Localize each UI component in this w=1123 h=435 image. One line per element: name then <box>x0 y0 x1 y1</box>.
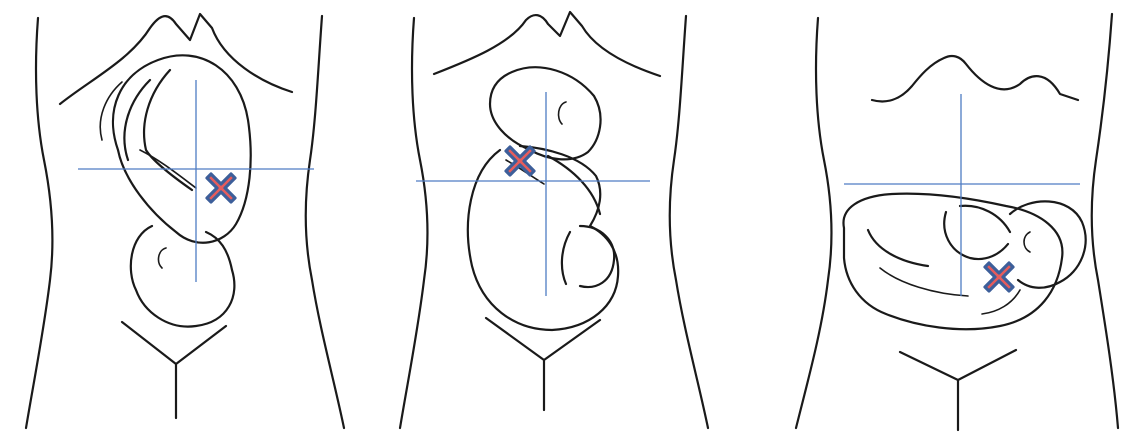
fetus-ear-2 <box>559 102 566 124</box>
torso-right-outline <box>670 16 708 428</box>
fetus-legs <box>548 156 614 287</box>
torso-right-outline <box>1092 14 1118 428</box>
groin-lines <box>122 322 226 418</box>
panel-breech <box>26 14 344 428</box>
fetus-body <box>468 146 618 330</box>
fetus-body <box>843 194 1062 330</box>
torso-left-outline <box>400 18 427 428</box>
torso-right-outline <box>306 16 344 428</box>
fetus-body <box>113 55 251 242</box>
fetus-head <box>1010 201 1086 287</box>
fetus-ear-1 <box>159 248 166 268</box>
groin-lines <box>486 318 600 410</box>
torso-left-outline <box>26 18 52 428</box>
panel-transverse <box>796 14 1118 430</box>
groin-lines <box>900 350 1016 430</box>
rib-margin <box>872 56 1078 101</box>
panel-cephalic <box>400 12 708 428</box>
auscultation-marker-3 <box>985 263 1013 291</box>
rib-margin <box>60 14 292 104</box>
auscultation-marker-2 <box>506 147 534 175</box>
auscultation-marker-1 <box>207 174 235 202</box>
torso-left-outline <box>796 18 831 428</box>
fetus-lower-part <box>131 226 235 327</box>
fetus-head <box>490 67 601 159</box>
fetus-limbs <box>868 206 1010 266</box>
fetus-arm <box>124 70 192 190</box>
fetus-ear-3 <box>1024 232 1030 252</box>
rib-margin <box>434 12 660 76</box>
